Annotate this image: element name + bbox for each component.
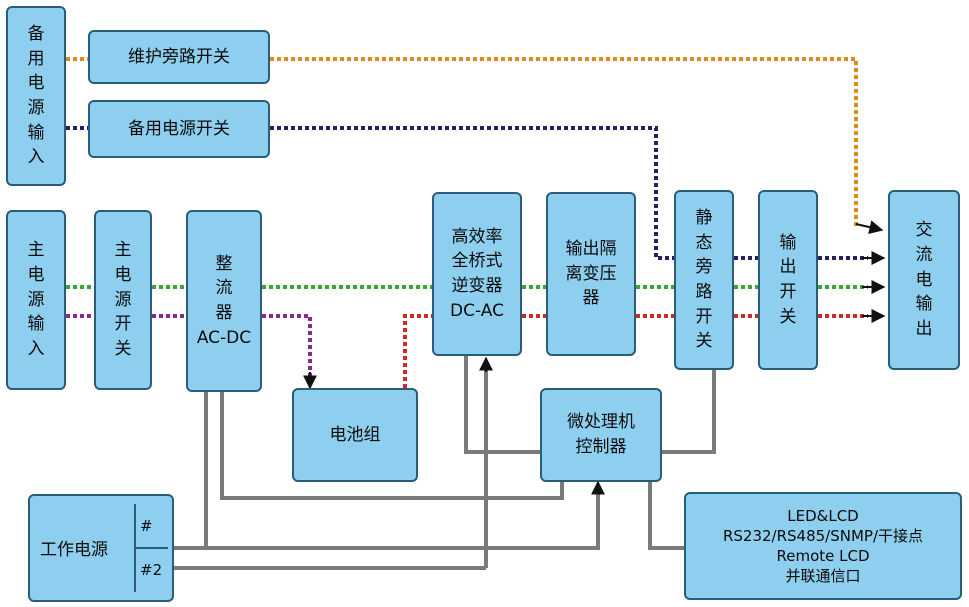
maintenance-bypass-switch-label: 维护旁路开关	[128, 46, 230, 67]
backup-power-switch-label: 备用电源开关	[128, 118, 230, 139]
ac-output-box: 交流电输出	[888, 190, 960, 370]
main-power-switch-label: 主电源开关	[114, 240, 132, 359]
inverter-label-cn: 高效率全桥式逆变器	[451, 226, 503, 296]
comm-line-serial-ports: RS232/RS485/SNMP/干接点	[722, 526, 924, 545]
rectifier-box: 整流器 AC-DC	[186, 210, 262, 392]
inverter-box: 高效率全桥式逆变器 DC-AC	[432, 192, 522, 356]
bypass-arrow	[855, 220, 884, 234]
power-supply-label: 工作电源	[40, 540, 108, 560]
output-isolation-transformer-box: 输出隔离变压器	[546, 192, 636, 356]
rectifier-label-en: AC-DC	[196, 327, 252, 348]
main-power-input-label: 主电源输入	[27, 240, 45, 359]
battery-box: 电池组	[292, 388, 418, 482]
output-switch-label: 输出开关	[779, 232, 797, 327]
power-supply-slot-1: #	[140, 517, 153, 535]
backup-line	[66, 126, 868, 260]
static-bypass-switch-box: 静态旁路开关	[674, 190, 734, 370]
output-isolation-transformer-label: 输出隔离变压器	[565, 239, 617, 309]
power-supply-slot-2: #2	[140, 561, 163, 579]
output-switch-box: 输出开关	[758, 190, 818, 370]
controller-box: 微处理机控制器	[540, 388, 662, 482]
maintenance-bypass-switch-box: 维护旁路开关	[88, 30, 270, 84]
rectifier-battery-line	[66, 314, 312, 376]
backup-power-input-label: 备用电源输入	[27, 24, 45, 168]
power-supply-box: 工作电源 # #2	[28, 494, 174, 602]
communication-interface-box: LED&LCD RS232/RS485/SNMP/干接点 Remote LCD …	[684, 492, 962, 600]
comm-line-parallel-port: 并联通信口	[785, 567, 861, 586]
rectifier-label-cn: 整流器	[215, 253, 233, 323]
battery-label: 电池组	[329, 424, 381, 445]
controller-label: 微处理机控制器	[566, 412, 635, 457]
main-power-input-box: 主电源输入	[6, 210, 66, 390]
bypass-line	[66, 57, 858, 228]
power-supply-horizontal-divider	[134, 547, 168, 549]
control-wiring	[174, 354, 716, 570]
comm-line-led-lcd: LED&LCD	[787, 506, 859, 525]
main-power-switch-box: 主电源开关	[94, 210, 152, 390]
backup-power-input-box: 备用电源输入	[6, 6, 66, 186]
comm-line-remote-lcd: Remote LCD	[776, 547, 870, 565]
inverter-label-en: DC-AC	[450, 300, 504, 321]
ac-output-label: 交流电输出	[915, 220, 933, 339]
backup-power-switch-box: 备用电源开关	[88, 100, 270, 158]
battery-inverter-line	[403, 314, 868, 388]
static-bypass-switch-label: 静态旁路开关	[695, 208, 713, 352]
